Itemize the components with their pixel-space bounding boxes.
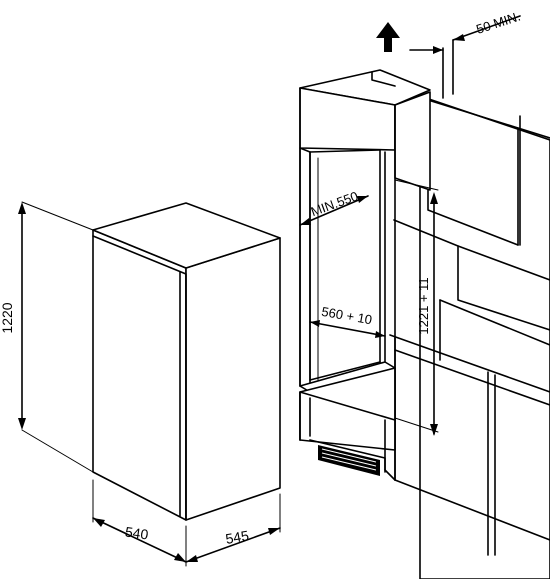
cabinet-structure bbox=[299, 69, 550, 579]
fridge-depth-label: 545 bbox=[224, 527, 250, 547]
niche-height-label: 1221 + 11 bbox=[416, 277, 431, 334]
niche-depth-label: MIN.550 bbox=[309, 188, 360, 219]
fridge-width-dimension: 540 bbox=[92, 479, 187, 567]
fridge-depth-dimension: 545 bbox=[185, 493, 281, 563]
fridge-height-dimension: 1220 bbox=[0, 201, 94, 473]
niche-height-dimension: 1221 + 11 bbox=[394, 179, 439, 436]
up-arrow-icon bbox=[376, 22, 400, 52]
niche-width-dimension: 560 + 10 bbox=[309, 304, 386, 338]
vent-gap-label: 50 MIN. bbox=[474, 9, 522, 37]
vent-gap-dimension: 50 MIN. bbox=[409, 9, 522, 99]
vent-grille-icon bbox=[309, 439, 386, 476]
fridge-width-label: 540 bbox=[124, 524, 150, 543]
fridge-appliance bbox=[92, 202, 281, 521]
fridge-height-label: 1220 bbox=[0, 302, 15, 333]
niche-width-label: 560 + 10 bbox=[320, 304, 373, 328]
